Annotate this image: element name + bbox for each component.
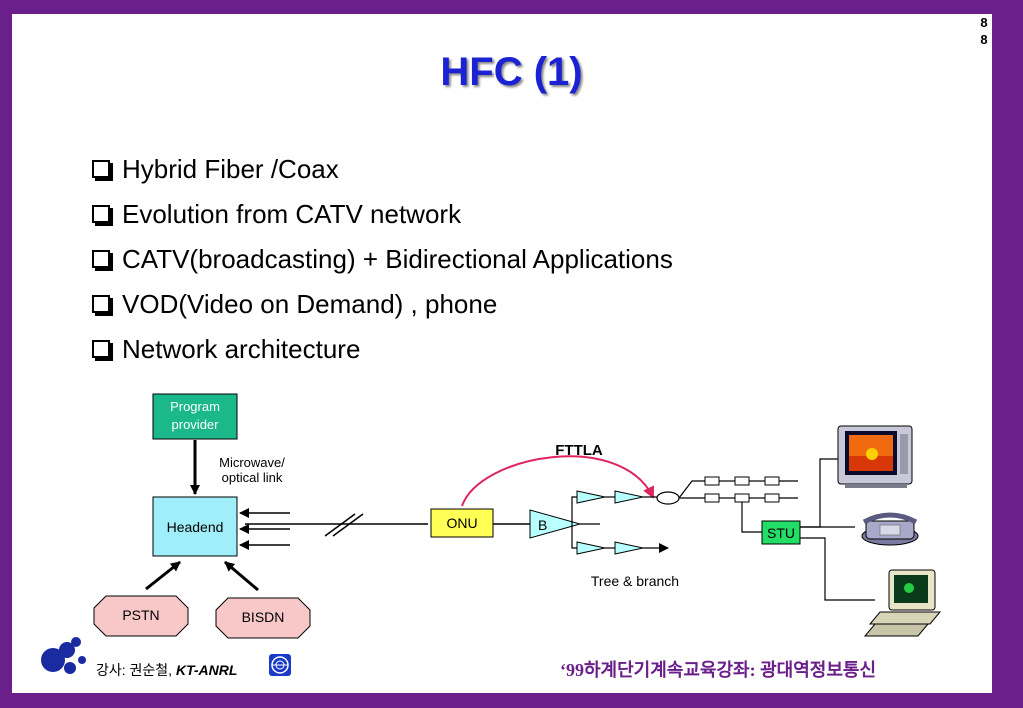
slide-title: HFC (1)	[440, 50, 583, 94]
branch-amplifier	[576, 541, 606, 555]
fttla-label: FTTLA	[555, 442, 603, 459]
amplifier-b-label: B	[538, 517, 547, 533]
checkbox-bullet-icon	[92, 294, 110, 313]
program-provider-label-2: provider	[172, 417, 220, 432]
tap-to-stu-line	[741, 502, 762, 533]
television-icon	[837, 425, 913, 488]
bullet-item: Network architecture	[92, 326, 673, 371]
branch-amplifier	[614, 490, 644, 504]
bullet-list: Hybrid Fiber /Coax Evolution from CATV n…	[92, 146, 673, 371]
branch-amplifier	[576, 490, 606, 504]
page-number: 88	[980, 15, 988, 47]
pstn-label: PSTN	[122, 607, 159, 623]
bullet-item: Hybrid Fiber /Coax	[92, 146, 673, 191]
onu-box: ONU	[430, 508, 494, 538]
checkbox-bullet-icon	[92, 204, 110, 223]
stu-box: STU	[761, 520, 801, 545]
anrl-emblem-icon	[269, 654, 291, 676]
checkbox-bullet-icon	[92, 249, 110, 268]
tap-row	[704, 493, 798, 503]
program-provider-label-1: Program	[170, 399, 220, 414]
bullet-item: Evolution from CATV network	[92, 191, 673, 236]
link-break-mark	[324, 513, 356, 537]
telephone-icon	[861, 512, 919, 546]
bisdn-label: BISDN	[242, 609, 285, 625]
computer-icon	[863, 569, 942, 637]
amplifier-b: B	[529, 509, 582, 539]
footer-course-title: ‘99하계단기계속교육강좌: 광대역정보통신	[560, 660, 877, 680]
bisdn-node: BISDN	[215, 597, 311, 639]
pstn-node: PSTN	[93, 595, 189, 637]
program-provider-box: Program provider	[152, 393, 238, 440]
link-label-1: Microwave/	[219, 455, 285, 470]
stu-to-tv-line	[800, 458, 838, 528]
link-label-2: optical link	[222, 470, 283, 485]
footer-lecturer: 강사: 권순철, KT-ANRL	[96, 662, 238, 678]
branch-lines	[571, 496, 600, 549]
onu-label: ONU	[446, 515, 477, 531]
link-break-mark	[332, 513, 364, 537]
checkbox-bullet-icon	[92, 159, 110, 178]
headend-box: Headend	[152, 496, 238, 557]
stu-label: STU	[767, 525, 795, 541]
headend-label: Headend	[167, 519, 224, 535]
pstn-to-headend-arrow	[145, 560, 181, 591]
footer-org: KT-ANRL	[175, 662, 238, 678]
slide-canvas	[12, 14, 992, 693]
bullet-item: VOD(Video on Demand) , phone	[92, 281, 673, 326]
splitter-node	[656, 491, 680, 505]
splitter-lines	[678, 480, 705, 499]
checkbox-bullet-icon	[92, 339, 110, 358]
fttla-arrow	[461, 455, 654, 507]
tree-branch-label: Tree & branch	[591, 573, 679, 589]
bullet-item: CATV(broadcasting) + Bidirectional Appli…	[92, 236, 673, 281]
bisdn-to-headend-arrow	[224, 560, 259, 592]
tap-row	[704, 476, 798, 486]
stu-to-computer-line	[800, 537, 875, 601]
kt-logo-icon	[41, 637, 86, 674]
branch-amplifier	[614, 541, 644, 555]
